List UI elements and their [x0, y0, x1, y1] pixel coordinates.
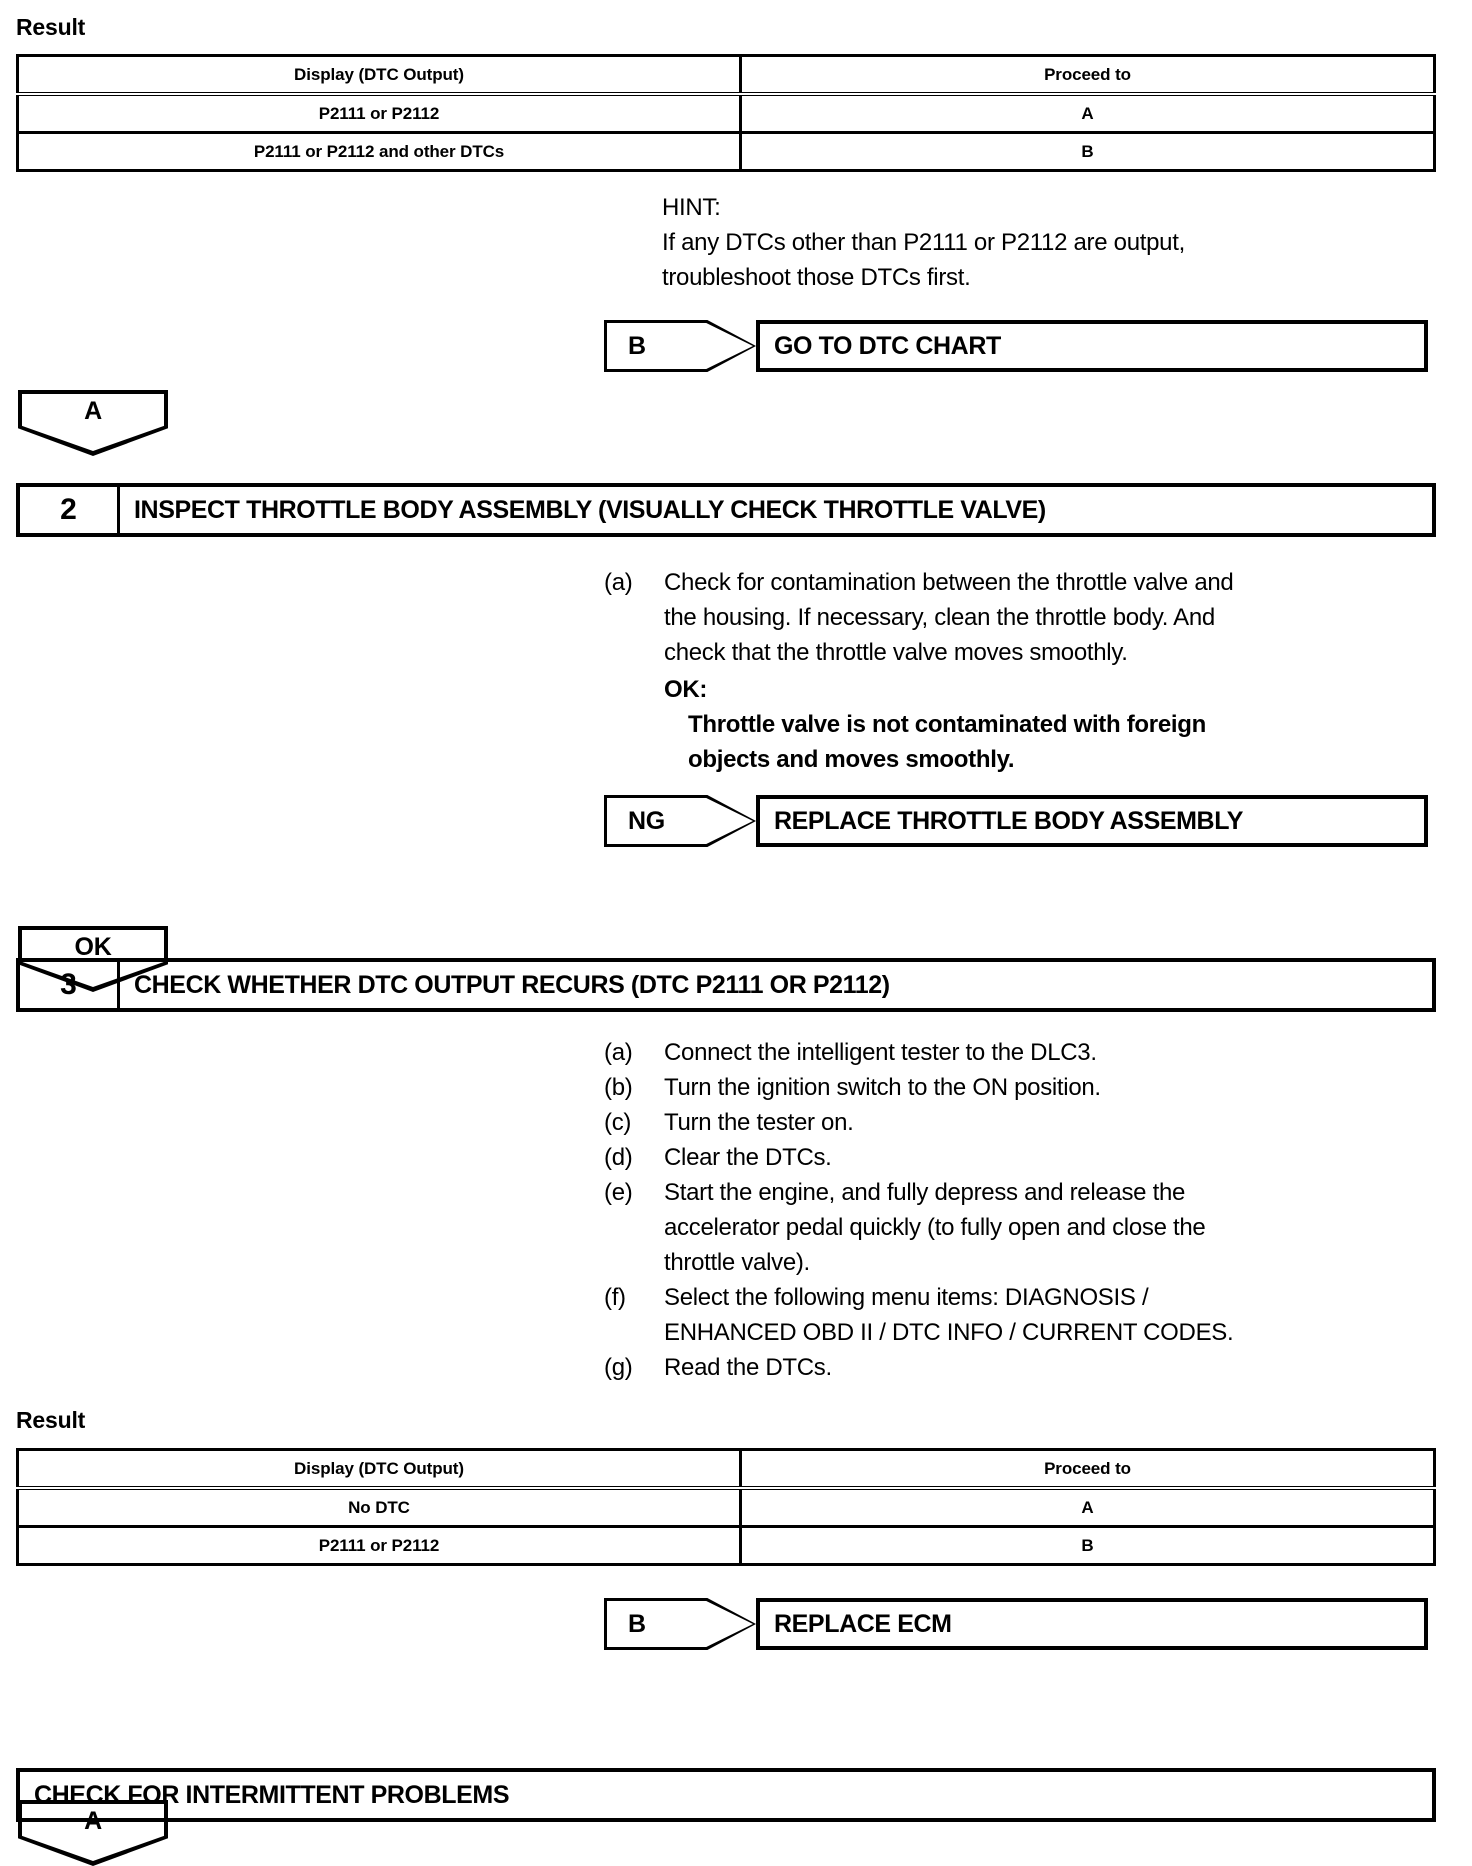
result-heading-2: Result	[16, 1407, 86, 1433]
hint-label: HINT:	[662, 194, 721, 221]
list-line: Select the following menu items: DIAGNOS…	[664, 1284, 1149, 1311]
ok-value-line: objects and moves smoothly.	[688, 746, 1015, 773]
connector-pentagon-a: A	[18, 390, 168, 456]
branch-action-replace-throttle-body[interactable]: REPLACE THROTTLE BODY ASSEMBLY	[756, 795, 1428, 847]
procedure-list-3: (a) Connect the intelligent tester to th…	[604, 1035, 1414, 1385]
list-marker: (d)	[604, 1144, 633, 1171]
branch-action-label: REPLACE THROTTLE BODY ASSEMBLY	[774, 806, 1244, 835]
list-item: (a) Connect the intelligent tester to th…	[604, 1035, 1414, 1070]
list-marker: (c)	[604, 1109, 632, 1136]
list-marker: (a)	[604, 569, 633, 596]
cell-display: No DTC	[17, 1487, 742, 1528]
table-row: P2111 or P2112 A	[17, 93, 1435, 134]
step-number-3: 3	[20, 962, 120, 1008]
table-row: P2111 or P2112 and other DTCs B	[17, 132, 1435, 172]
column-header-proceed: Proceed to	[740, 1448, 1435, 1490]
list-line: Check for contamination between the thro…	[664, 569, 1234, 596]
list-item: (e) Start the engine, and fully depress …	[604, 1175, 1414, 1280]
branch-row-b-replace-ecm: B REPLACE ECM	[604, 1598, 1428, 1650]
hint-line-1: If any DTCs other than P2111 or P2112 ar…	[662, 229, 1185, 256]
list-marker: (g)	[604, 1354, 633, 1381]
cell-display: P2111 or P2112	[17, 1526, 742, 1566]
list-text: Start the engine, and fully depress and …	[664, 1175, 1414, 1280]
list-marker: (b)	[604, 1074, 633, 1101]
step-number-2: 2	[20, 487, 120, 533]
list-text: Read the DTCs.	[664, 1350, 1414, 1385]
result-table-1: Display (DTC Output) Proceed to P2111 or…	[16, 54, 1436, 172]
branch-action-replace-ecm[interactable]: REPLACE ECM	[756, 1598, 1428, 1650]
list-marker: (e)	[604, 1179, 633, 1206]
list-marker: (f)	[604, 1284, 626, 1311]
list-line: Turn the ignition switch to the ON posit…	[664, 1074, 1101, 1101]
list-item: (f) Select the following menu items: DIA…	[604, 1280, 1414, 1350]
list-text: Turn the ignition switch to the ON posit…	[664, 1070, 1414, 1105]
ok-value-line: Throttle valve is not contaminated with …	[688, 711, 1206, 738]
column-header-display: Display (DTC Output)	[17, 1448, 742, 1490]
table-header-row: Display (DTC Output) Proceed to	[17, 54, 1435, 96]
procedure-list-2: (a) Check for contamination between the …	[604, 565, 1404, 670]
list-line: Turn the tester on.	[664, 1109, 854, 1136]
list-item: (a) Check for contamination between the …	[604, 565, 1404, 670]
branch-action-label: REPLACE ECM	[774, 1609, 952, 1638]
branch-row-ng-replace-throttle-body: NG REPLACE THROTTLE BODY ASSEMBLY	[604, 795, 1428, 847]
list-line: ENHANCED OBD II / DTC INFO / CURRENT COD…	[664, 1319, 1234, 1346]
list-text: Connect the intelligent tester to the DL…	[664, 1035, 1414, 1070]
list-line: the housing. If necessary, clean the thr…	[664, 604, 1215, 631]
ok-condition-block-2: OK: Throttle valve is not contaminated w…	[664, 672, 1424, 777]
cell-display: P2111 or P2112	[17, 93, 742, 134]
list-item: (g) Read the DTCs.	[604, 1350, 1414, 1385]
branch-tag-label: NG	[628, 806, 665, 835]
list-line: accelerator pedal quickly (to fully open…	[664, 1214, 1206, 1241]
step-bar-2: 2 INSPECT THROTTLE BODY ASSEMBLY (VISUAL…	[16, 483, 1436, 537]
list-text: Select the following menu items: DIAGNOS…	[664, 1280, 1414, 1350]
cell-display: P2111 or P2112 and other DTCs	[17, 132, 742, 172]
table-header-row: Display (DTC Output) Proceed to	[17, 1448, 1435, 1490]
branch-tag-label: B	[628, 331, 646, 360]
column-header-proceed: Proceed to	[740, 54, 1435, 96]
final-action-label: CHECK FOR INTERMITTENT PROBLEMS	[34, 1780, 510, 1809]
list-text: Clear the DTCs.	[664, 1140, 1414, 1175]
column-header-display: Display (DTC Output)	[17, 54, 742, 96]
list-item: (c) Turn the tester on.	[604, 1105, 1414, 1140]
cell-proceed: B	[740, 1526, 1435, 1566]
list-line: Clear the DTCs.	[664, 1144, 832, 1171]
list-item: (b) Turn the ignition switch to the ON p…	[604, 1070, 1414, 1105]
connector-label: OK	[74, 933, 112, 961]
list-text: Check for contamination between the thro…	[664, 565, 1404, 670]
table-row: P2111 or P2112 B	[17, 1526, 1435, 1566]
ok-label: OK:	[664, 676, 708, 703]
branch-action-label: GO TO DTC CHART	[774, 331, 1001, 360]
branch-tag-ng: NG	[604, 795, 756, 847]
step-title-3: CHECK WHETHER DTC OUTPUT RECURS (DTC P21…	[134, 970, 890, 999]
step-title-2: INSPECT THROTTLE BODY ASSEMBLY (VISUALLY…	[134, 495, 1046, 524]
branch-action-go-to-dtc-chart[interactable]: GO TO DTC CHART	[756, 320, 1428, 372]
branch-tag-label: B	[628, 1609, 646, 1638]
list-line: check that the throttle valve moves smoo…	[664, 639, 1128, 666]
branch-tag-b: B	[604, 1598, 756, 1650]
branch-tag-b: B	[604, 320, 756, 372]
list-line: Start the engine, and fully depress and …	[664, 1179, 1186, 1206]
cell-proceed: A	[740, 93, 1435, 134]
list-item: (d) Clear the DTCs.	[604, 1140, 1414, 1175]
list-line: throttle valve).	[664, 1249, 810, 1276]
list-text: Turn the tester on.	[664, 1105, 1414, 1140]
cell-proceed: B	[740, 132, 1435, 172]
hint-line-2: troubleshoot those DTCs first.	[662, 264, 971, 291]
list-line: Read the DTCs.	[664, 1354, 832, 1381]
cell-proceed: A	[740, 1487, 1435, 1528]
result-heading-1: Result	[16, 14, 86, 40]
table-row: No DTC A	[17, 1487, 1435, 1528]
result-table-2: Display (DTC Output) Proceed to No DTC A…	[16, 1448, 1436, 1566]
connector-label: A	[84, 397, 102, 425]
final-action-check-intermittent-problems[interactable]: CHECK FOR INTERMITTENT PROBLEMS	[16, 1768, 1436, 1822]
list-marker: (a)	[604, 1039, 633, 1066]
branch-row-b-dtc-chart: B GO TO DTC CHART	[604, 320, 1428, 372]
list-line: Connect the intelligent tester to the DL…	[664, 1039, 1097, 1066]
hint-block: HINT: If any DTCs other than P2111 or P2…	[662, 190, 1442, 295]
step-bar-3: 3 CHECK WHETHER DTC OUTPUT RECURS (DTC P…	[16, 958, 1436, 1012]
